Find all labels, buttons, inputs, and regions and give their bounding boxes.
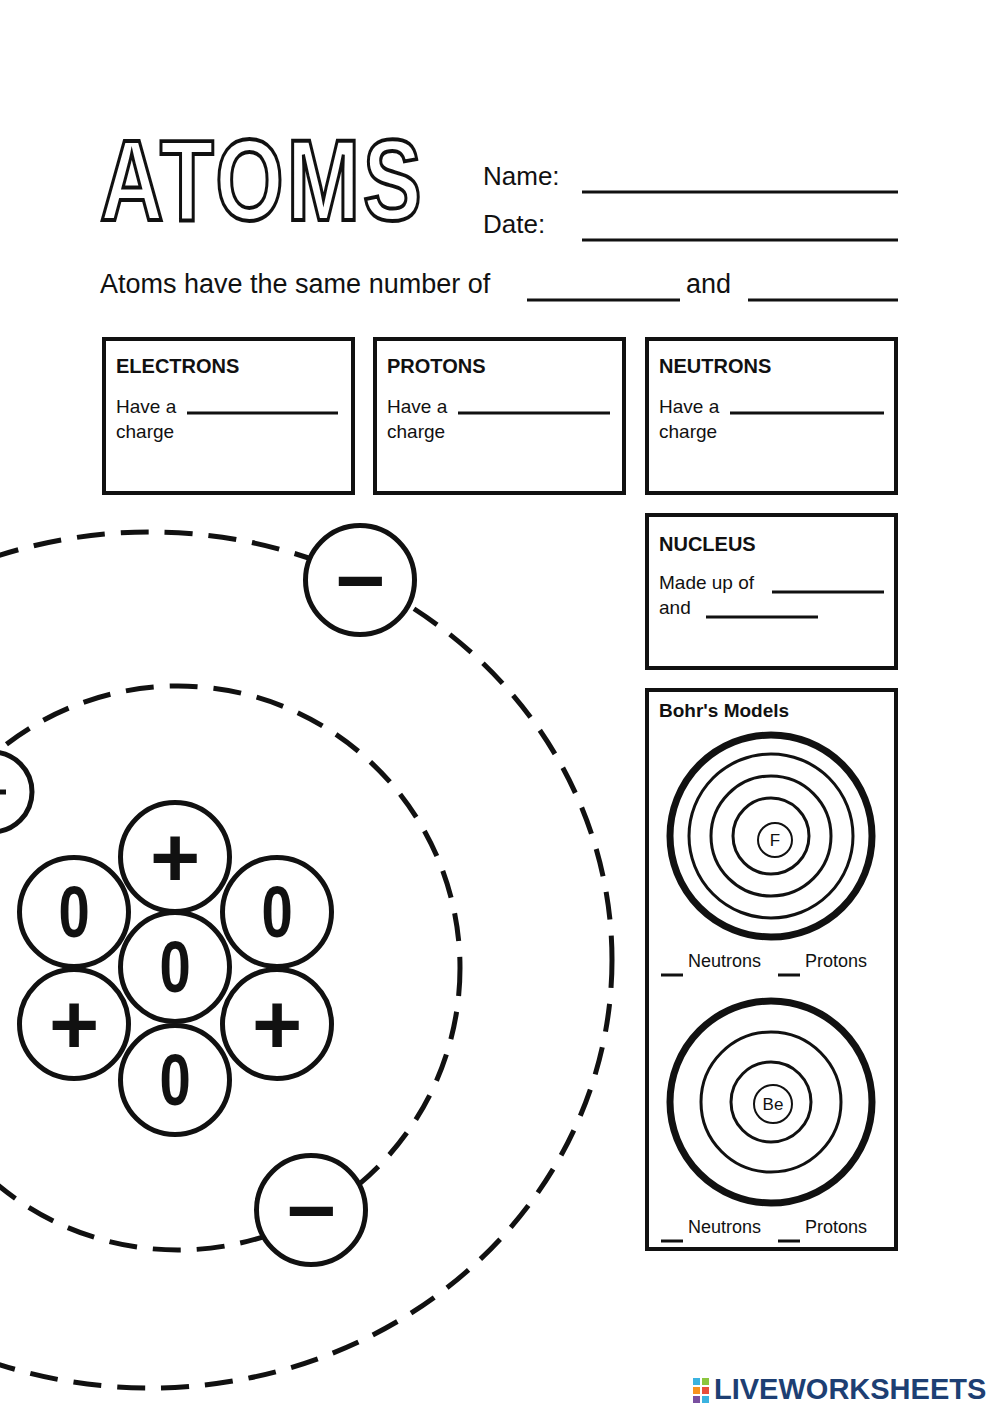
symbol-text: Be (763, 1096, 784, 1113)
neutron-circle: 0 (17, 855, 131, 969)
prompt-text: and (686, 269, 731, 300)
prompt-text: Atoms have the same number of (100, 269, 490, 300)
answer-blanks (187, 192, 898, 1241)
box-heading: Bohr's Models (659, 700, 789, 722)
box-heading: NEUTRONS (659, 355, 771, 378)
info-box: NEUTRONS Have a charge (645, 337, 898, 495)
box-text: Made up of (659, 572, 754, 594)
count-label: Neutrons (688, 1217, 761, 1238)
symbol-text: + (49, 981, 99, 1067)
neutron-circle: 0 (118, 910, 232, 1024)
box-heading: NUCLEUS (659, 533, 756, 556)
symbol-text: − (335, 537, 385, 623)
electron-circle: − (303, 523, 417, 637)
partial-electron (0, 752, 32, 832)
logo-mark (693, 1378, 709, 1403)
proton-circle: + (118, 800, 232, 914)
count-label: Protons (805, 1217, 867, 1238)
symbol-text: 0 (261, 876, 292, 948)
box-text: charge (659, 421, 717, 443)
count-label: Protons (805, 951, 867, 972)
info-box: NUCLEUS Made up of and (645, 513, 898, 670)
box-text: charge (116, 421, 174, 443)
field-label: Name: (483, 162, 560, 192)
proton-circle: + (220, 967, 334, 1081)
watermark: LIVEWORKSHEETS (714, 1373, 986, 1406)
proton-circle: + (17, 967, 131, 1081)
symbol-text: − (286, 1167, 336, 1253)
electron-circle: − (254, 1153, 368, 1267)
nucleus-symbol: F (757, 822, 793, 858)
nucleus-symbol: Be (753, 1084, 793, 1124)
bohr-shells (670, 735, 872, 1203)
box-heading: PROTONS (387, 355, 486, 378)
info-box: PROTONS Have a charge (373, 337, 626, 495)
box-text: charge (387, 421, 445, 443)
box-text: and (659, 597, 691, 619)
symbol-text: + (150, 814, 200, 900)
count-label: Neutrons (688, 951, 761, 972)
box-text: Have a (659, 396, 719, 418)
symbol-text: 0 (159, 1044, 190, 1116)
symbol-text: 0 (58, 876, 89, 948)
field-label: Date: (483, 210, 545, 240)
info-box: ELECTRONS Have a charge (102, 337, 355, 495)
box-text: Have a (387, 396, 447, 418)
electron-orbits (0, 532, 612, 1388)
symbol-text: 0 (159, 931, 190, 1003)
box-heading: ELECTRONS (116, 355, 239, 378)
neutron-circle: 0 (118, 1023, 232, 1137)
box-text: Have a (116, 396, 176, 418)
symbol-text: F (770, 832, 780, 849)
neutron-circle: 0 (220, 855, 334, 969)
symbol-text: + (252, 981, 302, 1067)
worksheet-title: ATOMS (100, 124, 425, 238)
